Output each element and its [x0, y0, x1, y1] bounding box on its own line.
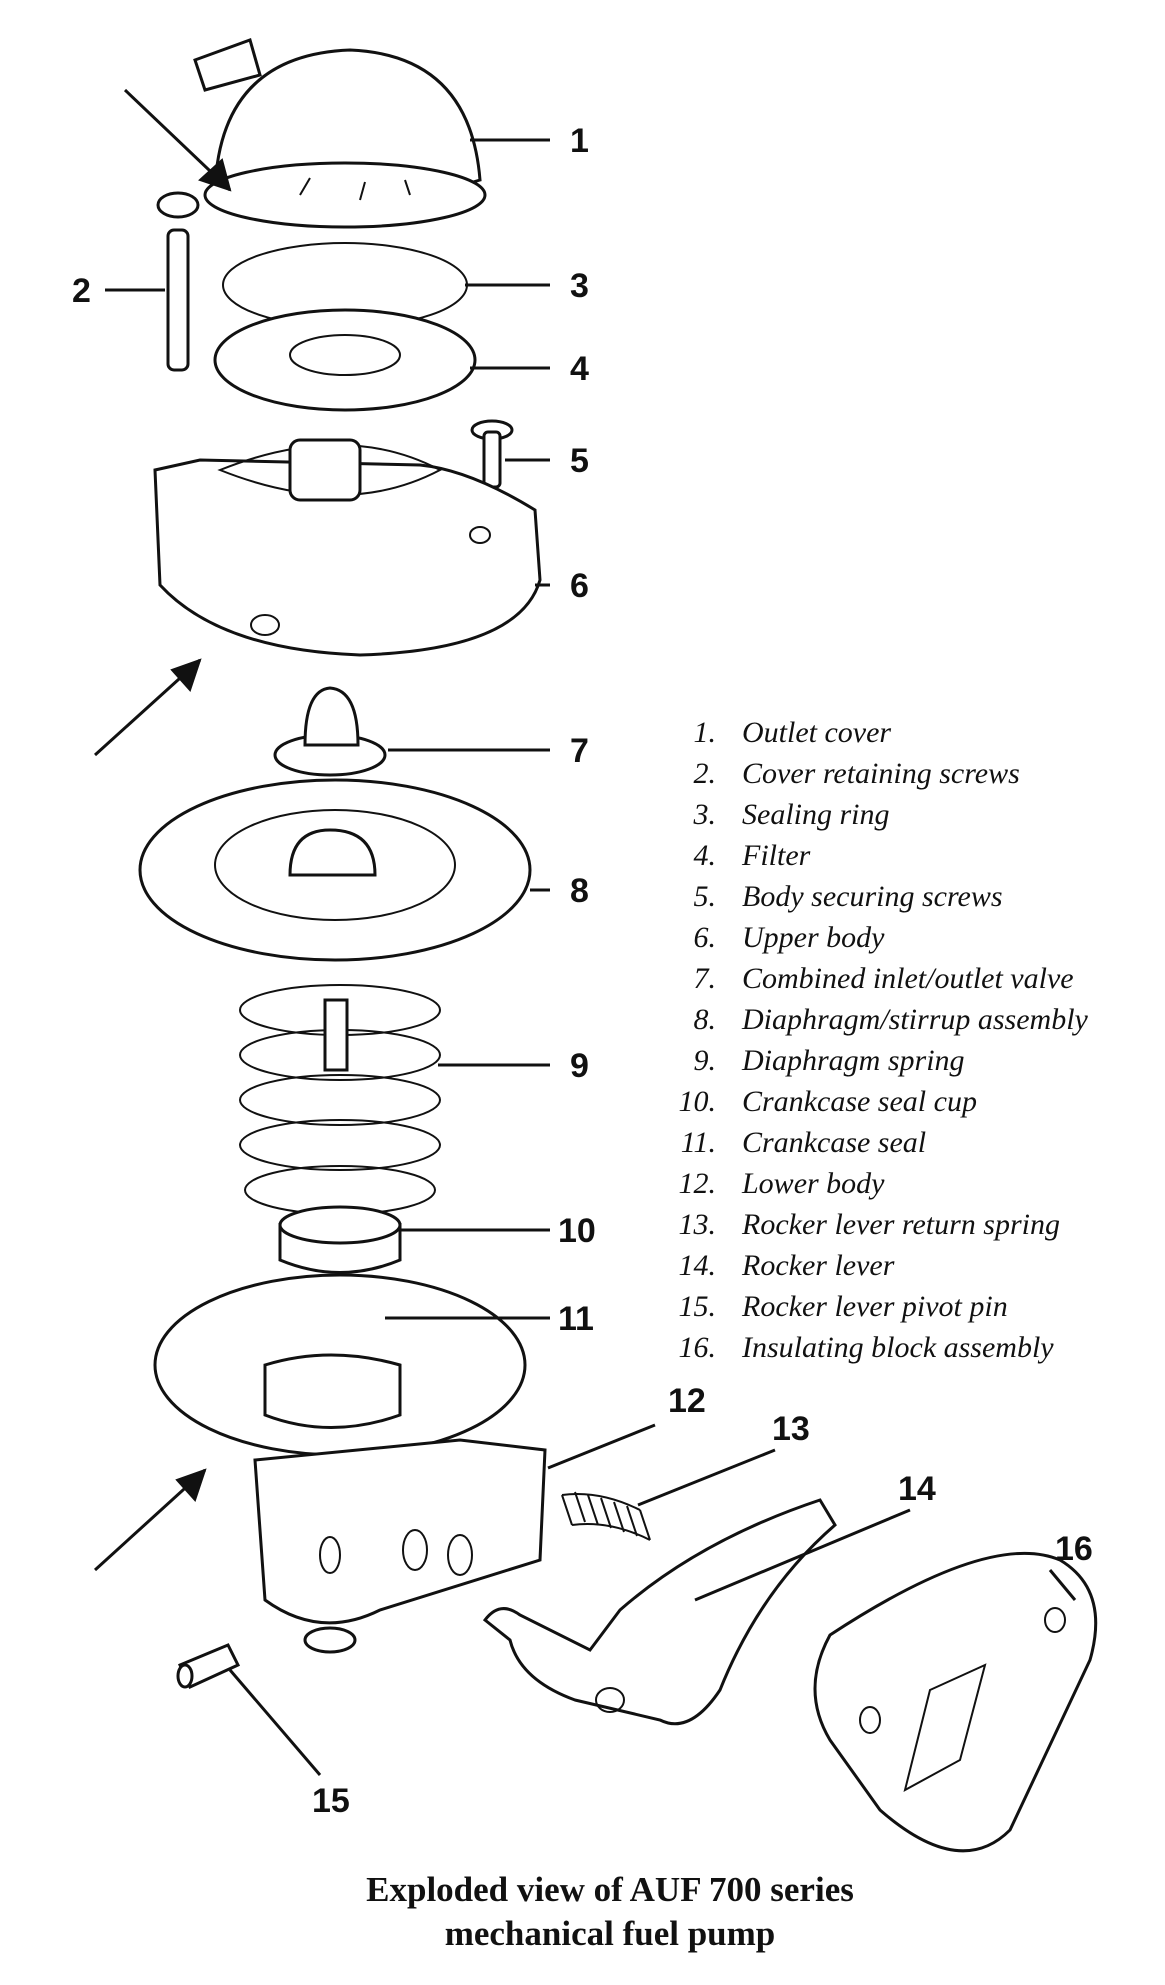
- legend-number: 12.: [678, 1166, 717, 1200]
- upper-body-part: [153, 438, 542, 657]
- callout-1: 1: [570, 122, 589, 160]
- legend-number: 1.: [693, 715, 717, 749]
- outlet-cover-part: [193, 38, 487, 229]
- body-securing-screw-part: [470, 419, 514, 489]
- legend-label: Body securing screws: [742, 879, 1003, 913]
- legend-item: 5. Body securing screws: [620, 876, 1160, 917]
- insulating-block-part: [813, 1551, 1098, 1853]
- legend-number: 16.: [678, 1330, 717, 1364]
- callout-12: 12: [668, 1382, 706, 1420]
- parts-legend: 1.Outlet cover 2.Cover retaining screws …: [620, 712, 1160, 1368]
- legend-item: 10. Crankcase seal cup: [620, 1081, 1160, 1122]
- legend-number: 7.: [693, 961, 717, 995]
- legend-item: 6. Upper body: [620, 917, 1160, 958]
- callout-numbers: 1 2 3 4 5 6 7 8 9 10 11 12 13 14 15 16: [72, 122, 1093, 1820]
- legend-item: 4. Filter: [620, 835, 1160, 876]
- callout-13: 13: [772, 1410, 810, 1448]
- callout-4: 4: [570, 350, 589, 388]
- legend-label: Cover retaining screws: [742, 756, 1020, 790]
- callout-10: 10: [558, 1212, 596, 1250]
- callout-8: 8: [570, 872, 589, 910]
- caption-line-1: Exploded view of AUF 700 series: [366, 1870, 854, 1909]
- legend-label: Outlet cover: [742, 715, 892, 749]
- callout-3: 3: [570, 267, 589, 305]
- legend-label: Diaphragm/stirrup assembly: [742, 1002, 1088, 1036]
- callout-14: 14: [898, 1470, 936, 1508]
- filter-part: [213, 308, 477, 412]
- legend-item: 7. Combined inlet/outlet valve: [620, 958, 1160, 999]
- legend-number: 3.: [693, 797, 717, 831]
- figure-caption: Exploded view of AUF 700 series mechanic…: [230, 1868, 990, 1956]
- leader-lines: [105, 138, 1077, 1776]
- legend-number: 14.: [678, 1248, 717, 1282]
- callout-16: 16: [1055, 1530, 1093, 1568]
- combined-valve-part: [273, 686, 387, 777]
- assembly-arrow-middle: [93, 658, 202, 757]
- legend-label: Rocker lever return spring: [742, 1207, 1060, 1241]
- legend-number: 6.: [693, 920, 717, 954]
- legend-label: Rocker lever: [742, 1248, 895, 1282]
- legend-item: 11. Crankcase seal: [620, 1122, 1160, 1163]
- legend-label: Crankcase seal: [742, 1125, 927, 1159]
- caption-line-2: mechanical fuel pump: [444, 1914, 776, 1953]
- legend-item: 16. Insulating block assembly: [620, 1327, 1160, 1368]
- callout-6: 6: [570, 567, 589, 605]
- legend-number: 10.: [678, 1084, 717, 1118]
- legend-item: 15. Rocker lever pivot pin: [620, 1286, 1160, 1327]
- legend-item: 2. Cover retaining screws: [620, 753, 1160, 794]
- legend-number: 13.: [678, 1207, 717, 1241]
- legend-item: 14. Rocker lever: [620, 1245, 1160, 1286]
- callout-7: 7: [570, 732, 589, 770]
- legend-item: 1. Outlet cover: [620, 712, 1160, 753]
- legend-number: 11.: [680, 1125, 716, 1159]
- legend-label: Rocker lever pivot pin: [742, 1289, 1008, 1323]
- legend-number: 9.: [693, 1043, 717, 1077]
- diaphragm-assembly-part: [138, 778, 532, 962]
- legend-label: Upper body: [742, 920, 885, 954]
- legend-label: Filter: [742, 838, 811, 872]
- diaphragm-spring-part: [239, 984, 441, 1215]
- legend-number: 8.: [693, 1002, 717, 1036]
- assembly-arrow-top: [123, 88, 232, 192]
- callout-2: 2: [72, 272, 91, 310]
- pivot-pin-part: [176, 1643, 241, 1689]
- legend-label: Lower body: [742, 1166, 885, 1200]
- legend-label: Diaphragm spring: [742, 1043, 965, 1077]
- rocker-lever-part: [482, 1498, 837, 1726]
- legend-label: Sealing ring: [742, 797, 890, 831]
- legend-number: 15.: [678, 1289, 717, 1323]
- callout-15: 15: [312, 1782, 350, 1820]
- legend-number: 5.: [693, 879, 717, 913]
- crankcase-seal-cup-part: [278, 1205, 402, 1274]
- assembly-arrow-bottom: [93, 1468, 207, 1572]
- callout-5: 5: [570, 442, 589, 480]
- legend-item: 13. Rocker lever return spring: [620, 1204, 1160, 1245]
- legend-item: 8. Diaphragm/stirrup assembly: [620, 999, 1160, 1040]
- legend-label: Combined inlet/outlet valve: [742, 961, 1074, 995]
- callout-11: 11: [558, 1300, 594, 1338]
- legend-item: 12. Lower body: [620, 1163, 1160, 1204]
- legend-number: 2.: [693, 756, 717, 790]
- return-spring-part: [561, 1491, 651, 1541]
- legend-number: 4.: [693, 838, 717, 872]
- cover-retaining-screw-part: [156, 191, 200, 372]
- legend-item: 9. Diaphragm spring: [620, 1040, 1160, 1081]
- legend-label: Insulating block assembly: [742, 1330, 1054, 1364]
- legend-label: Crankcase seal cup: [742, 1084, 977, 1118]
- lower-body-part: [153, 1273, 547, 1654]
- legend-item: 3. Sealing ring: [620, 794, 1160, 835]
- callout-9: 9: [570, 1047, 589, 1085]
